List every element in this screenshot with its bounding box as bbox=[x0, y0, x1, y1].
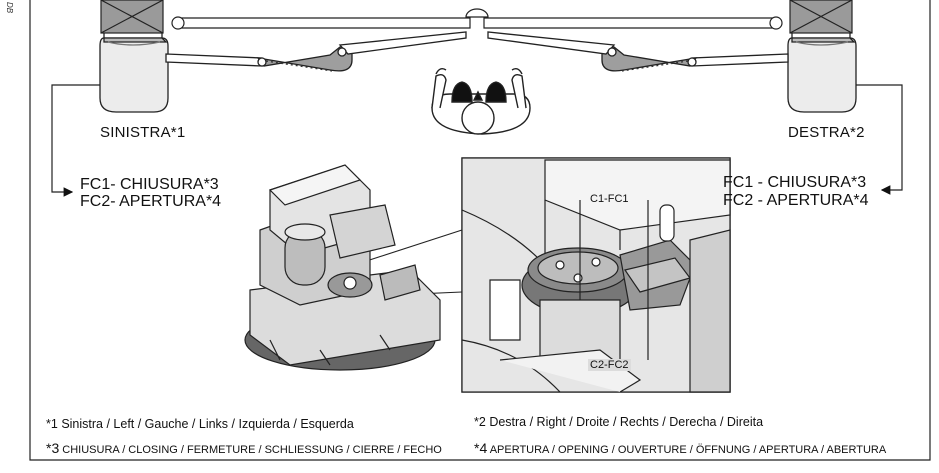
right-connector bbox=[856, 84, 903, 195]
right-motor bbox=[787, 33, 857, 113]
legend-note-2: *2 Destra / Right / Droite / Rechts / De… bbox=[474, 415, 763, 429]
left-fc2-label: FC2- APERTURA*4 bbox=[80, 193, 222, 210]
legend-note-2-text: Destra / Right / Droite / Rechts / Derec… bbox=[489, 415, 764, 429]
right-fc1-label: FC1 - CHIUSURA*3 bbox=[723, 174, 867, 191]
left-motor-label-text: SINISTRA*1 bbox=[100, 124, 186, 141]
legend-note-4-text: APERTURA / OPENING / OUVERTURE / ÖFFNUNG… bbox=[489, 444, 887, 456]
side-code: DB bbox=[5, 2, 14, 14]
right-motor-label-text: DESTRA*2 bbox=[788, 124, 865, 141]
right-motor-label: DESTRA*2 bbox=[788, 124, 865, 141]
legend-note-1-mark: *1 bbox=[46, 417, 58, 431]
outer-frame bbox=[29, 0, 931, 461]
gate-leaves bbox=[171, 8, 783, 30]
legend-note-2-mark: *2 bbox=[474, 415, 486, 429]
left-fc1-label: FC1- CHIUSURA*3 bbox=[80, 176, 219, 193]
left-arms bbox=[165, 31, 467, 72]
legend-note-4-mark: *4 bbox=[474, 440, 488, 456]
legend-note-4: *4 APERTURA / OPENING / OUVERTURE / ÖFFN… bbox=[474, 440, 886, 456]
motor-illustration bbox=[244, 164, 441, 371]
left-motor-label: SINISTRA*1 bbox=[100, 124, 185, 141]
left-motor bbox=[99, 33, 169, 113]
right-arms bbox=[487, 31, 789, 72]
right-fc2-label: FC2 - APERTURA*4 bbox=[723, 192, 869, 209]
legend-note-3-mark: *3 bbox=[46, 440, 60, 456]
legend-note-1-text: Sinistra / Left / Gauche / Links / Izqui… bbox=[61, 417, 354, 431]
cam-bottom-label: C2-FC2 bbox=[588, 359, 631, 371]
legend-note-1: *1 Sinistra / Left / Gauche / Links / Iz… bbox=[46, 417, 354, 431]
left-connector bbox=[51, 84, 100, 197]
cam-top-label: C1-FC1 bbox=[588, 193, 631, 205]
right-pillar bbox=[789, 0, 853, 34]
legend-note-3-text: CHIUSURA / CLOSING / FERMETURE / SCHLIES… bbox=[62, 444, 442, 456]
left-pillar bbox=[100, 0, 164, 34]
legend-note-3: *3 CHIUSURA / CLOSING / FERMETURE / SCHL… bbox=[46, 440, 442, 456]
person-top-view bbox=[431, 67, 531, 135]
